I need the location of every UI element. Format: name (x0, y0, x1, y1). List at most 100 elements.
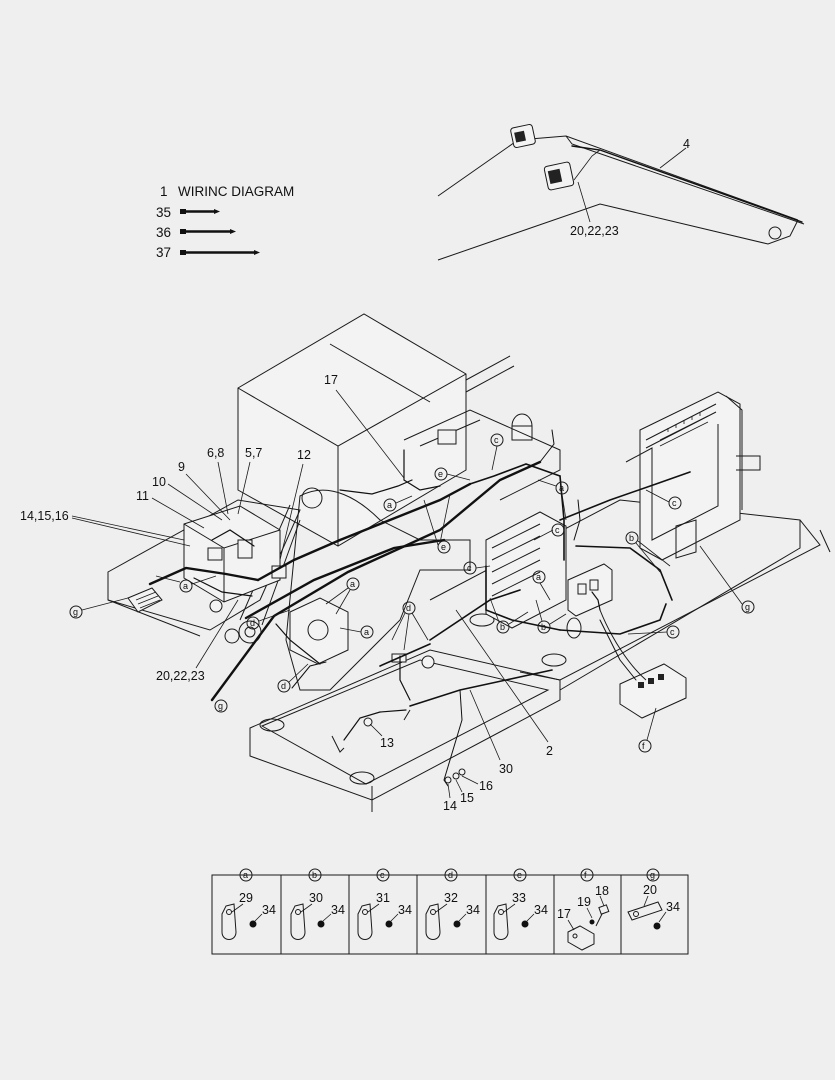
clamp-marker-c: c (627, 625, 680, 639)
callout-15: 15 (460, 791, 474, 805)
cable-37-icon (180, 250, 260, 255)
callout-14: 14 (443, 799, 457, 813)
clamp-marker-b: b (535, 599, 567, 634)
svg-text:c: c (467, 563, 472, 573)
clamp-marker-f: f (638, 707, 657, 753)
cable-36-icon (180, 229, 236, 234)
radiator-grille-icon (659, 412, 709, 447)
svg-text:34: 34 (331, 903, 345, 917)
svg-text:e: e (517, 870, 522, 880)
legend-cable-37-number: 37 (156, 245, 171, 260)
svg-text:d: d (406, 603, 411, 613)
svg-text:34: 34 (398, 903, 412, 917)
clamp-marker-e: e (423, 493, 451, 554)
p-clamp-icon (493, 903, 509, 940)
svg-text:c: c (494, 435, 499, 445)
legend-cable-36-number: 36 (156, 225, 171, 240)
screw-icon (453, 920, 461, 928)
p-clamp-icon (425, 903, 441, 940)
legend-title: WIRINC DIAGRAM (178, 184, 294, 199)
clamp-marker-g: g (69, 597, 129, 619)
svg-text:b: b (312, 870, 317, 880)
svg-text:31: 31 (376, 891, 390, 905)
bolt-icon (444, 768, 466, 784)
callout-boom-harness: 4 (683, 137, 690, 151)
svg-text:34: 34 (262, 903, 276, 917)
svg-text:34: 34 (666, 900, 680, 914)
callout-12: 12 (297, 448, 311, 462)
svg-text:17: 17 (557, 907, 571, 921)
svg-text:20: 20 (643, 883, 657, 897)
detail-cell-c: c 31 34 (357, 868, 412, 940)
screw-icon (521, 920, 529, 928)
legend-cable-35-number: 35 (156, 205, 171, 220)
strap-clip-icon (627, 901, 663, 921)
boom-light-icon (510, 123, 536, 149)
callouts: 17 12 6,8 5,7 9 10 11 14,15,16 20,22,23 … (20, 373, 553, 813)
p-clamp-icon (221, 903, 237, 940)
detail-cell-f: f 18 19 17 (557, 868, 610, 951)
callout-17: 17 (324, 373, 338, 387)
svg-text:32: 32 (444, 891, 458, 905)
screw-icon (653, 922, 661, 930)
svg-text:a: a (364, 627, 369, 637)
boom-light-icon (543, 161, 575, 191)
svg-text:f: f (642, 741, 645, 751)
fuse-block-icon (577, 579, 599, 595)
screw-icon (317, 920, 325, 928)
clamp-marker-c: c (490, 433, 504, 471)
svg-text:19: 19 (577, 895, 591, 909)
clamp-marker-a: a (339, 625, 374, 639)
callout-16: 16 (479, 779, 493, 793)
clamp-marker-g: g (214, 699, 228, 713)
svg-text:c: c (555, 525, 560, 535)
callout-6-8: 6,8 (207, 446, 224, 460)
detail-cell-a: a 29 34 (221, 868, 276, 940)
clamp-marker-a: a (325, 577, 360, 615)
svg-text:c: c (670, 627, 675, 637)
callout-30: 30 (499, 762, 513, 776)
svg-text:a: a (350, 579, 355, 589)
wiring-harness (148, 429, 691, 787)
svg-text:34: 34 (466, 903, 480, 917)
svg-text:a: a (243, 870, 248, 880)
detail-cell-d: d 32 34 (425, 868, 480, 940)
detail-cell-g: g 20 34 (627, 868, 680, 930)
detail-cell-e: e 33 34 (493, 868, 548, 940)
legend: 1 WIRINC DIAGRAM 35 36 37 (156, 184, 294, 260)
clamp-marker-c: c (463, 561, 491, 575)
svg-text:34: 34 (534, 903, 548, 917)
detail-cell-b: b 30 34 (290, 868, 345, 940)
svg-text:b: b (541, 622, 546, 632)
clamp-marker-b: b (625, 531, 671, 573)
boom-assembly: 4 20,22,23 (437, 123, 805, 261)
callout-11: 11 (136, 489, 149, 503)
svg-text:b: b (500, 622, 505, 632)
svg-text:d: d (281, 681, 286, 691)
clamp-marker-a: a (532, 570, 551, 601)
svg-text:g: g (218, 701, 223, 711)
clamp-marker-c: c (645, 489, 682, 510)
svg-text:29: 29 (239, 891, 253, 905)
cable-35-icon (180, 209, 220, 214)
svg-text:a: a (387, 500, 392, 510)
callout-14-15-16: 14,15,16 (20, 509, 69, 523)
svg-text:f: f (584, 870, 587, 880)
callout-9: 9 (178, 460, 185, 474)
bracket-icon (567, 925, 595, 951)
callout-5-7: 5,7 (245, 446, 262, 460)
clamp-marker-d: d (391, 601, 429, 651)
clamp-marker-e: e (434, 467, 471, 481)
screw-icon (385, 920, 393, 928)
svg-text:g: g (745, 602, 750, 612)
svg-text:g: g (650, 870, 655, 880)
callout-13: 13 (380, 736, 394, 750)
svg-text:18: 18 (595, 884, 609, 898)
svg-text:d: d (448, 870, 453, 880)
svg-text:a: a (559, 483, 564, 493)
clamp-detail-table: a 29 34 b 30 34 (211, 868, 689, 955)
p-clamp-icon (357, 903, 373, 940)
clamp-marker-c: c (533, 523, 565, 541)
svg-text:c: c (380, 870, 385, 880)
